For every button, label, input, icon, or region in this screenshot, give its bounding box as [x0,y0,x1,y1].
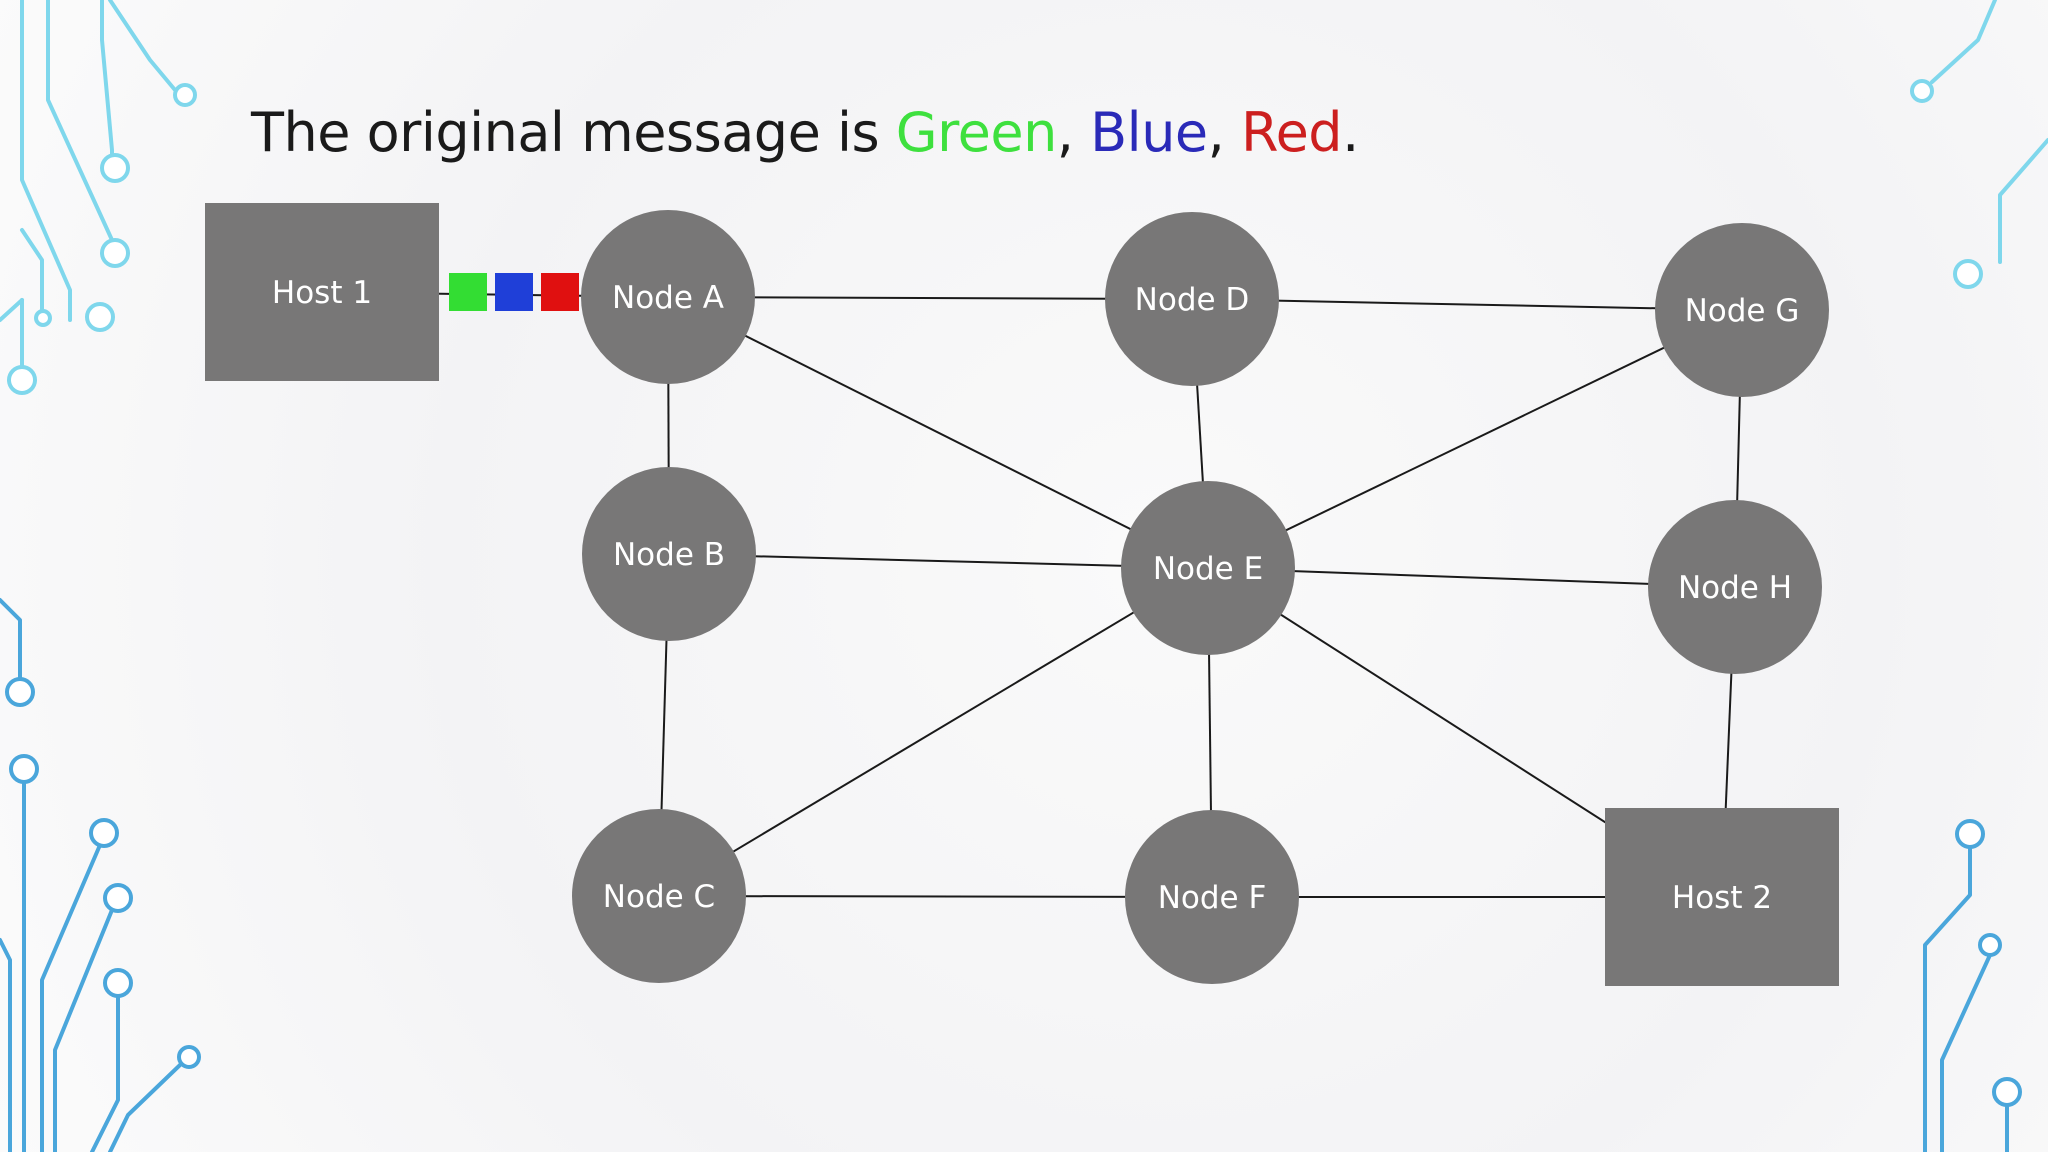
node-c-label: Node C [603,879,715,915]
edge-D-G [1191,298,1743,311]
node-e-label: Node E [1153,551,1263,587]
edge-G-E [1207,309,1743,569]
title-word-green: Green [895,101,1058,164]
node-f: Node F [1125,810,1299,984]
title-prefix: The original message is [251,101,896,164]
host1-label: Host 1 [272,275,372,311]
node-h: Node H [1648,500,1822,674]
node-h-label: Node H [1678,570,1792,606]
title-word-red: Red [1240,101,1343,164]
edge-B-E [668,553,1209,569]
message-packet [541,273,579,311]
node-d-label: Node D [1135,282,1250,318]
edges-layer [321,291,1743,898]
title-word-blue: Blue [1090,101,1208,164]
title-period: . [1342,101,1359,164]
shapes-layer: Host 1 Host 2 Node A Node B Node C Node D Node… [205,203,1839,986]
packets-layer [449,273,579,311]
host2-box: Host 2 [1605,808,1839,986]
node-b: Node B [582,467,756,641]
circuit-top-right [1910,0,2048,289]
edge-A-D [667,296,1193,300]
node-a: Node A [581,210,755,384]
node-e: Node E [1121,481,1295,655]
node-b-label: Node B [613,537,725,573]
host1-box: Host 1 [205,203,439,381]
circuit-top-left [0,0,197,395]
node-d: Node D [1105,212,1279,386]
node-g-label: Node G [1685,293,1800,329]
title-separator: , [1056,101,1091,164]
edge-E-H [1207,567,1736,588]
edge-C-F [658,895,1213,898]
circuit-bottom-left [0,598,201,1152]
node-g: Node G [1655,223,1829,397]
edge-A-E [667,296,1209,569]
slide-title: The original message is Green, Blue, Red… [251,98,1359,168]
node-a-label: Node A [612,280,724,316]
edge-C-E [658,567,1209,897]
host2-label: Host 2 [1672,880,1772,916]
node-c: Node C [572,809,746,983]
circuit-bottom-right [1923,819,2022,1152]
message-packet [495,273,533,311]
title-separator: , [1207,101,1241,164]
node-f-label: Node F [1158,880,1267,916]
message-packet [449,273,487,311]
